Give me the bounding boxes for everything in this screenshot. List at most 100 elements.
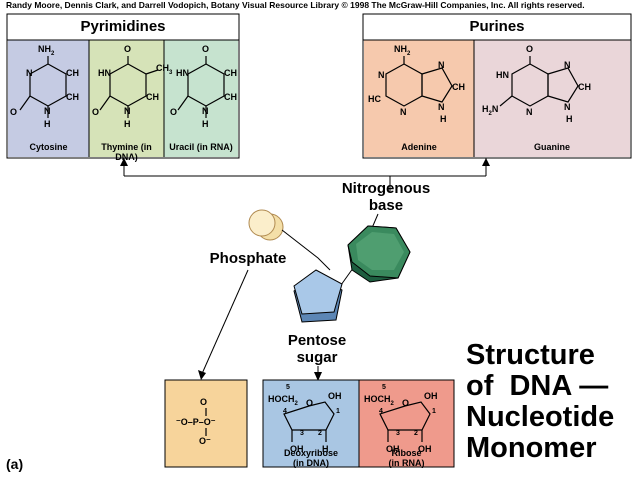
guanine-caption: Guanine — [533, 142, 570, 152]
guanine-o: O — [526, 44, 534, 54]
title-line-3: Nucleotide — [466, 401, 615, 433]
title-line-4: Monomer — [466, 432, 597, 464]
adenine-n3: N — [400, 107, 407, 117]
uracil-o2: O — [170, 107, 178, 117]
panel-letter: (a) — [6, 456, 24, 472]
guanine-structure — [499, 56, 579, 107]
guanine-ch8: CH — [578, 82, 591, 92]
deoxyribose-ring-o: O — [306, 398, 314, 408]
adenine-n1: N — [378, 70, 385, 80]
pyrimidines-title: Pyrimidines — [80, 18, 166, 35]
adenine-panel — [364, 40, 474, 157]
thymine-hn: HN — [98, 68, 111, 78]
deoxyribose-oh1: OH — [328, 391, 342, 401]
adenine-ch8: CH — [452, 82, 465, 92]
ribose-oh3: OH — [386, 444, 400, 454]
ribose-oh1: OH — [424, 391, 438, 401]
base-pointer — [371, 213, 379, 229]
deoxyribose-num1: 1 — [336, 408, 340, 415]
uracil-h: H — [202, 119, 209, 129]
phosphate-spheres — [248, 209, 284, 241]
base-hexagon — [347, 225, 411, 283]
guanine-n3: N — [526, 107, 533, 117]
cytosine-n3: N — [26, 68, 33, 78]
uracil-o4: O — [202, 44, 210, 54]
cytosine-o: O — [10, 107, 18, 117]
thymine-ch3: CH3 — [156, 63, 173, 76]
deoxyribose-num2: 2 — [318, 430, 322, 437]
cytosine-h: H — [44, 119, 51, 129]
title-line-1: Structure — [466, 339, 595, 371]
adenine-nh2: NH2 — [394, 44, 411, 57]
adenine-n9: N — [438, 102, 445, 112]
deoxyribose-num5: 5 — [286, 384, 290, 391]
deoxyribose-num4: 4 — [283, 408, 287, 415]
nitrogenous-label: Nitrogenous — [341, 180, 431, 197]
guanine-panel — [474, 40, 630, 157]
uracil-n1: N — [202, 106, 209, 116]
thymine-caption: Thymine (in DNA) — [101, 142, 152, 162]
guanine-hn: HN — [496, 70, 509, 80]
ribose-num2: 2 — [414, 430, 418, 437]
phosphate-label: Phosphate — [209, 250, 287, 267]
deoxyribose-num3: 3 — [300, 430, 304, 437]
thymine-structure — [99, 56, 159, 118]
cytosine-ch5: CH — [66, 68, 79, 78]
uracil-caption: Uracil (in RNA) — [169, 142, 233, 152]
ribose-box — [358, 379, 455, 468]
cytosine-caption: Cytosine — [29, 142, 68, 152]
thymine-panel — [89, 40, 164, 157]
guanine-n7: N — [564, 60, 571, 70]
ribose-hoch2: HOCH2 — [364, 394, 394, 407]
uracil-structure — [177, 56, 225, 118]
title-line-2: of DNA — — [466, 370, 609, 402]
pentose-label: Pentose — [287, 332, 347, 349]
ribose-num4: 4 — [379, 408, 383, 415]
deoxyribose-oh3: OH — [290, 444, 304, 454]
thymine-h: H — [124, 119, 131, 129]
cytosine-structure — [19, 56, 67, 118]
arrowhead-pyrimidines — [120, 158, 128, 166]
adenine-h: H — [440, 114, 447, 124]
thymine-o2: O — [92, 107, 100, 117]
base-label: base — [368, 197, 404, 214]
ribose-structure — [379, 401, 431, 442]
phosphate-formula: ⁻O–P–O⁻ — [176, 417, 216, 427]
uracil-ch5: CH — [224, 68, 237, 78]
purines-title: Purines — [469, 18, 525, 35]
ribose-num5: 5 — [382, 384, 386, 391]
ribose-oh2: OH — [418, 444, 432, 454]
phosphate-pointer — [200, 269, 249, 377]
phosphate-o-bottom: O⁻ — [199, 436, 211, 446]
copyright-credit: Randy Moore, Dennis Clark, and Darrell V… — [6, 0, 585, 10]
arrowhead-purines — [482, 158, 490, 166]
uracil-ch6: CH — [224, 92, 237, 102]
thymine-n1: N — [124, 106, 131, 116]
cytosine-nh2: NH2 — [38, 44, 55, 57]
guanine-h2n: H2N — [482, 104, 499, 117]
phosphate-box — [164, 379, 248, 468]
guanine-h: H — [566, 114, 573, 124]
ribose-num1: 1 — [432, 408, 436, 415]
phosphate-sugar-bond — [281, 229, 331, 271]
ribose-note: (in RNA) — [388, 458, 425, 468]
thymine-o4: O — [124, 44, 132, 54]
uracil-hn: HN — [176, 68, 189, 78]
deoxyribose-h2: H — [322, 444, 329, 454]
sugar-label: sugar — [296, 349, 338, 366]
adenine-n7: N — [438, 60, 445, 70]
sugar-pentagon — [293, 269, 343, 323]
uracil-panel — [164, 40, 238, 157]
adenine-structure — [385, 56, 453, 107]
guanine-n9: N — [564, 102, 571, 112]
thymine-ch6: CH — [146, 92, 159, 102]
adenine-caption: Adenine — [401, 142, 437, 152]
deoxyribose-hoch2: HOCH2 — [268, 394, 298, 407]
ribose-ring-o: O — [402, 398, 410, 408]
cytosine-ch6: CH — [66, 92, 79, 102]
cytosine-n1: N — [44, 106, 51, 116]
deoxyribose-note: (in DNA) — [293, 458, 329, 468]
phosphate-o-top: O — [200, 397, 208, 407]
adenine-hc2: HC — [368, 94, 381, 104]
